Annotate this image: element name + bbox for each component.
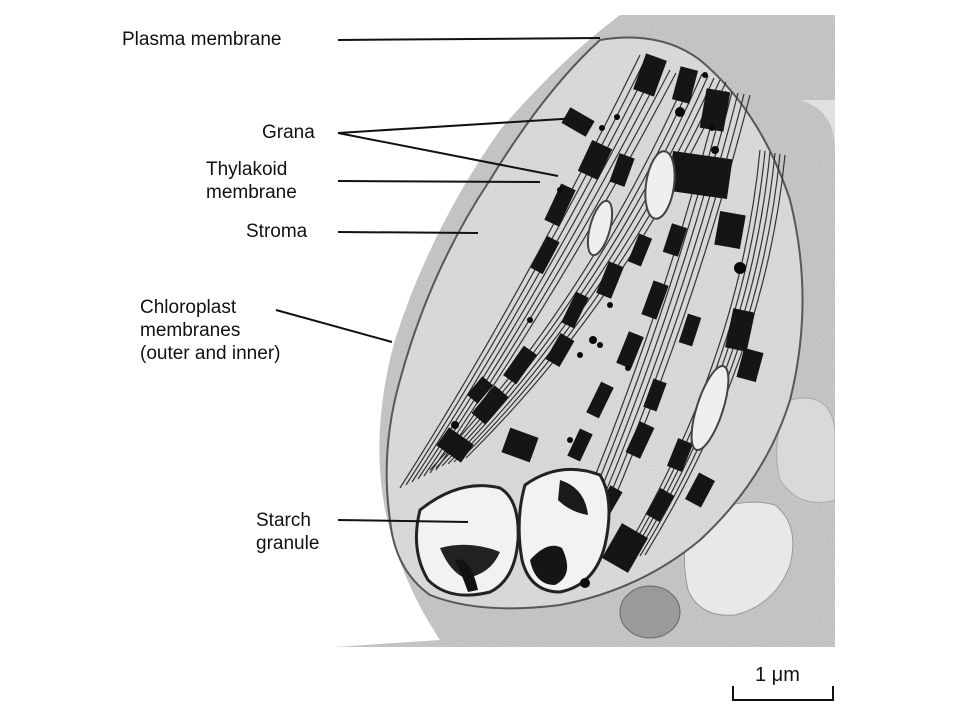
thylakoid-line xyxy=(429,69,671,474)
granum xyxy=(466,376,494,404)
granum xyxy=(645,488,675,522)
dark-particle xyxy=(589,336,597,344)
label-thylakoid-membrane: Thylakoid membrane xyxy=(206,159,297,203)
dark-particle xyxy=(597,342,603,348)
plastoglobule xyxy=(644,150,676,220)
thylakoid-line xyxy=(405,57,647,486)
granum xyxy=(530,235,560,275)
vacuole xyxy=(683,501,794,616)
leader-stroma xyxy=(337,231,479,234)
plastoglobuli-particles xyxy=(451,72,746,588)
granum xyxy=(662,223,688,257)
dark-particle xyxy=(567,437,573,443)
mitochondrion xyxy=(619,585,681,639)
granum xyxy=(641,280,669,320)
granum xyxy=(714,211,746,249)
granum xyxy=(627,233,653,267)
granum xyxy=(503,345,537,385)
granum xyxy=(596,261,624,299)
label-grana: Grana xyxy=(262,122,315,143)
granum xyxy=(586,381,614,419)
leader-starch-granule xyxy=(337,519,469,523)
granum xyxy=(544,183,576,227)
granum xyxy=(685,472,715,508)
label-plasma-membrane: Plasma membrane xyxy=(122,29,282,50)
thylakoid-line xyxy=(411,60,653,483)
granum xyxy=(699,88,731,132)
dark-particle xyxy=(527,317,533,323)
scale-bar xyxy=(732,686,834,701)
granum xyxy=(561,291,589,329)
label-starch-granule: Starch granule xyxy=(256,510,320,554)
dark-particle xyxy=(702,72,708,78)
granum xyxy=(501,427,539,463)
label-stroma: Stroma xyxy=(246,221,308,242)
dark-particle xyxy=(614,114,620,120)
granum xyxy=(609,153,635,187)
leader-chloroplast-membranes xyxy=(275,309,393,343)
starch-granules xyxy=(414,467,611,597)
thylakoid-lamellae xyxy=(399,54,786,561)
leader-grana-2 xyxy=(337,132,559,177)
granum xyxy=(436,427,474,463)
dark-particle xyxy=(711,146,719,154)
dark-particle xyxy=(580,578,590,588)
granum xyxy=(625,421,655,459)
granum xyxy=(736,347,764,383)
granum xyxy=(643,378,667,412)
grana-stacks xyxy=(436,53,764,573)
granum xyxy=(471,385,509,425)
granum xyxy=(561,107,595,137)
dark-particle xyxy=(709,125,715,131)
dark-particle xyxy=(557,187,563,193)
granum xyxy=(667,151,733,199)
granum xyxy=(671,66,699,104)
thylakoid-line xyxy=(429,69,691,471)
granum xyxy=(725,308,755,352)
plastoglobule xyxy=(690,364,730,452)
granum xyxy=(577,139,613,181)
label-chloroplast-membranes: Chloroplast membranes (outer and inner) xyxy=(140,297,281,364)
leader-plasma-membrane xyxy=(337,37,601,41)
dark-particle xyxy=(625,365,631,371)
thylakoid-line xyxy=(435,71,697,469)
thylakoid-line xyxy=(644,154,786,556)
granum xyxy=(616,331,644,369)
granum xyxy=(567,428,593,462)
granum xyxy=(678,313,702,347)
dark-particle xyxy=(599,125,605,131)
dark-particle xyxy=(734,262,746,274)
granum xyxy=(545,333,575,367)
granum xyxy=(602,523,648,573)
leader-thylakoid xyxy=(337,180,541,183)
thylakoid-line xyxy=(435,72,677,471)
dark-particle xyxy=(675,107,685,117)
dark-particle xyxy=(577,352,583,358)
thylakoid-line xyxy=(453,77,715,463)
scale-bar-label: 1 μm xyxy=(755,664,800,686)
leader-grana-1 xyxy=(337,117,579,134)
thylakoid-line xyxy=(639,153,781,557)
plastoglobule xyxy=(586,199,614,257)
dark-particle xyxy=(607,302,613,308)
granum xyxy=(666,438,694,472)
dark-particle xyxy=(451,421,459,429)
granum xyxy=(633,53,667,97)
thylakoid-line xyxy=(399,54,641,489)
leader-lines xyxy=(275,37,601,523)
